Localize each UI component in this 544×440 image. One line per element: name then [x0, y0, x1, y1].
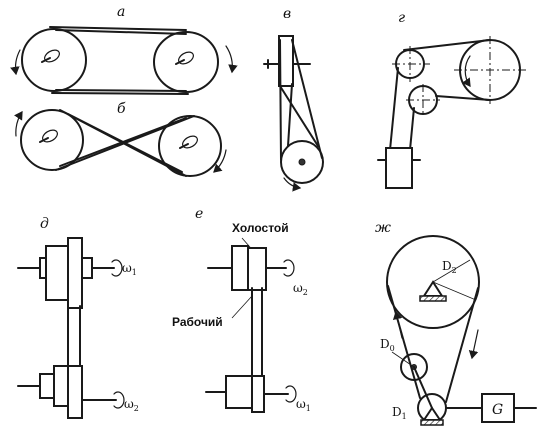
- belt-cross-2: [55, 115, 195, 171]
- belt-down-right: [409, 107, 415, 151]
- belt-top-inner: [55, 29, 187, 35]
- top-rotation: [111, 259, 123, 277]
- panel-a-open-belt: а: [10, 4, 238, 95]
- belt-down-left: [389, 67, 399, 151]
- pulley-bottom-side: [385, 147, 413, 189]
- belt-top: [403, 39, 491, 51]
- panel-zh-label: ж: [375, 220, 391, 236]
- panel-zh-tensioned-drive: ж D2 D0 D1 G: [375, 220, 537, 426]
- rotation-arrow-left: [14, 110, 23, 137]
- omega-2: ω2: [124, 397, 139, 413]
- belt-twist-2: [287, 83, 293, 147]
- leader-working: [231, 295, 253, 319]
- belt-right-outer: [291, 39, 323, 159]
- panel-b-crossed-belt: б: [14, 101, 227, 177]
- pivot-top-base: [419, 295, 447, 302]
- pivot-bottom-base: [420, 419, 444, 426]
- belt-cross-2-inner: [59, 117, 187, 167]
- panel-d-stepped-pulleys: д ω1 ω2: [17, 216, 139, 419]
- label-D0: D0: [380, 337, 395, 353]
- tensioner-lever: [413, 366, 433, 409]
- label-working: Рабочий: [172, 315, 223, 329]
- omega-1: ω1: [296, 397, 311, 413]
- panel-g-idler-drive: г: [377, 10, 526, 189]
- omega-2: ω2: [293, 281, 308, 297]
- radius-D2b: [432, 281, 477, 301]
- panel-a-label: а: [117, 4, 125, 20]
- belt-left-outer: [279, 39, 282, 161]
- panel-e-label: е: [195, 206, 203, 222]
- label-idle: Холостой: [232, 221, 289, 235]
- belt-bottom-inner: [55, 89, 187, 92]
- loose-pulley: [231, 245, 249, 291]
- belt-direction-down: [468, 329, 479, 360]
- shaft-left: [41, 57, 51, 63]
- panel-g-label: г: [398, 10, 405, 26]
- belt-twist-1: [279, 85, 319, 147]
- omega-1: ω1: [122, 261, 137, 277]
- bottom-rotation: [285, 385, 297, 403]
- rotation-arrow: [461, 55, 471, 87]
- belt-bottom: [51, 92, 189, 95]
- belt-right: [445, 287, 479, 403]
- shaft-right: [175, 59, 185, 65]
- top-step-2: [67, 237, 83, 309]
- shaft-left: [39, 137, 49, 143]
- bottom-pulley: [225, 375, 253, 409]
- top-rotation: [283, 259, 295, 277]
- pulley-right: [153, 31, 219, 93]
- shaft-right: [179, 143, 189, 149]
- bottom-collar: [251, 375, 265, 413]
- label-D2: D2: [442, 259, 457, 275]
- bottom-rotation: [113, 391, 125, 409]
- pulley-top-side: [278, 35, 294, 87]
- fixed-pulley: [247, 247, 267, 291]
- label-D1: D1: [392, 405, 407, 421]
- panel-v-quarter-turn: в: [263, 6, 324, 192]
- panel-v-label: в: [283, 6, 291, 22]
- top-collar: [81, 257, 93, 279]
- belt-bottom: [435, 95, 491, 101]
- generator-label: G: [492, 402, 503, 418]
- bottom-step-1: [53, 365, 69, 407]
- belt-left: [387, 285, 421, 399]
- rotation-arrow-right: [213, 149, 227, 173]
- hub-bottom: [298, 158, 306, 166]
- pulley-right: [158, 115, 222, 177]
- belt-top: [49, 26, 187, 31]
- bottom-hub: [39, 373, 55, 399]
- rotation-arrow-left: [10, 49, 21, 76]
- radius-D2: [432, 259, 471, 283]
- top-step-1: [45, 245, 69, 301]
- panel-d-label: д: [40, 216, 49, 232]
- panel-b-label: б: [117, 101, 126, 117]
- bottom-step-2: [67, 365, 83, 419]
- panel-e-fast-loose-pulleys: е Холостой ω2 Рабочий ω1: [172, 206, 311, 413]
- rotation-arrow: [283, 177, 302, 192]
- belt-direction-up: [392, 310, 403, 339]
- rotation-arrow-right: [225, 45, 238, 74]
